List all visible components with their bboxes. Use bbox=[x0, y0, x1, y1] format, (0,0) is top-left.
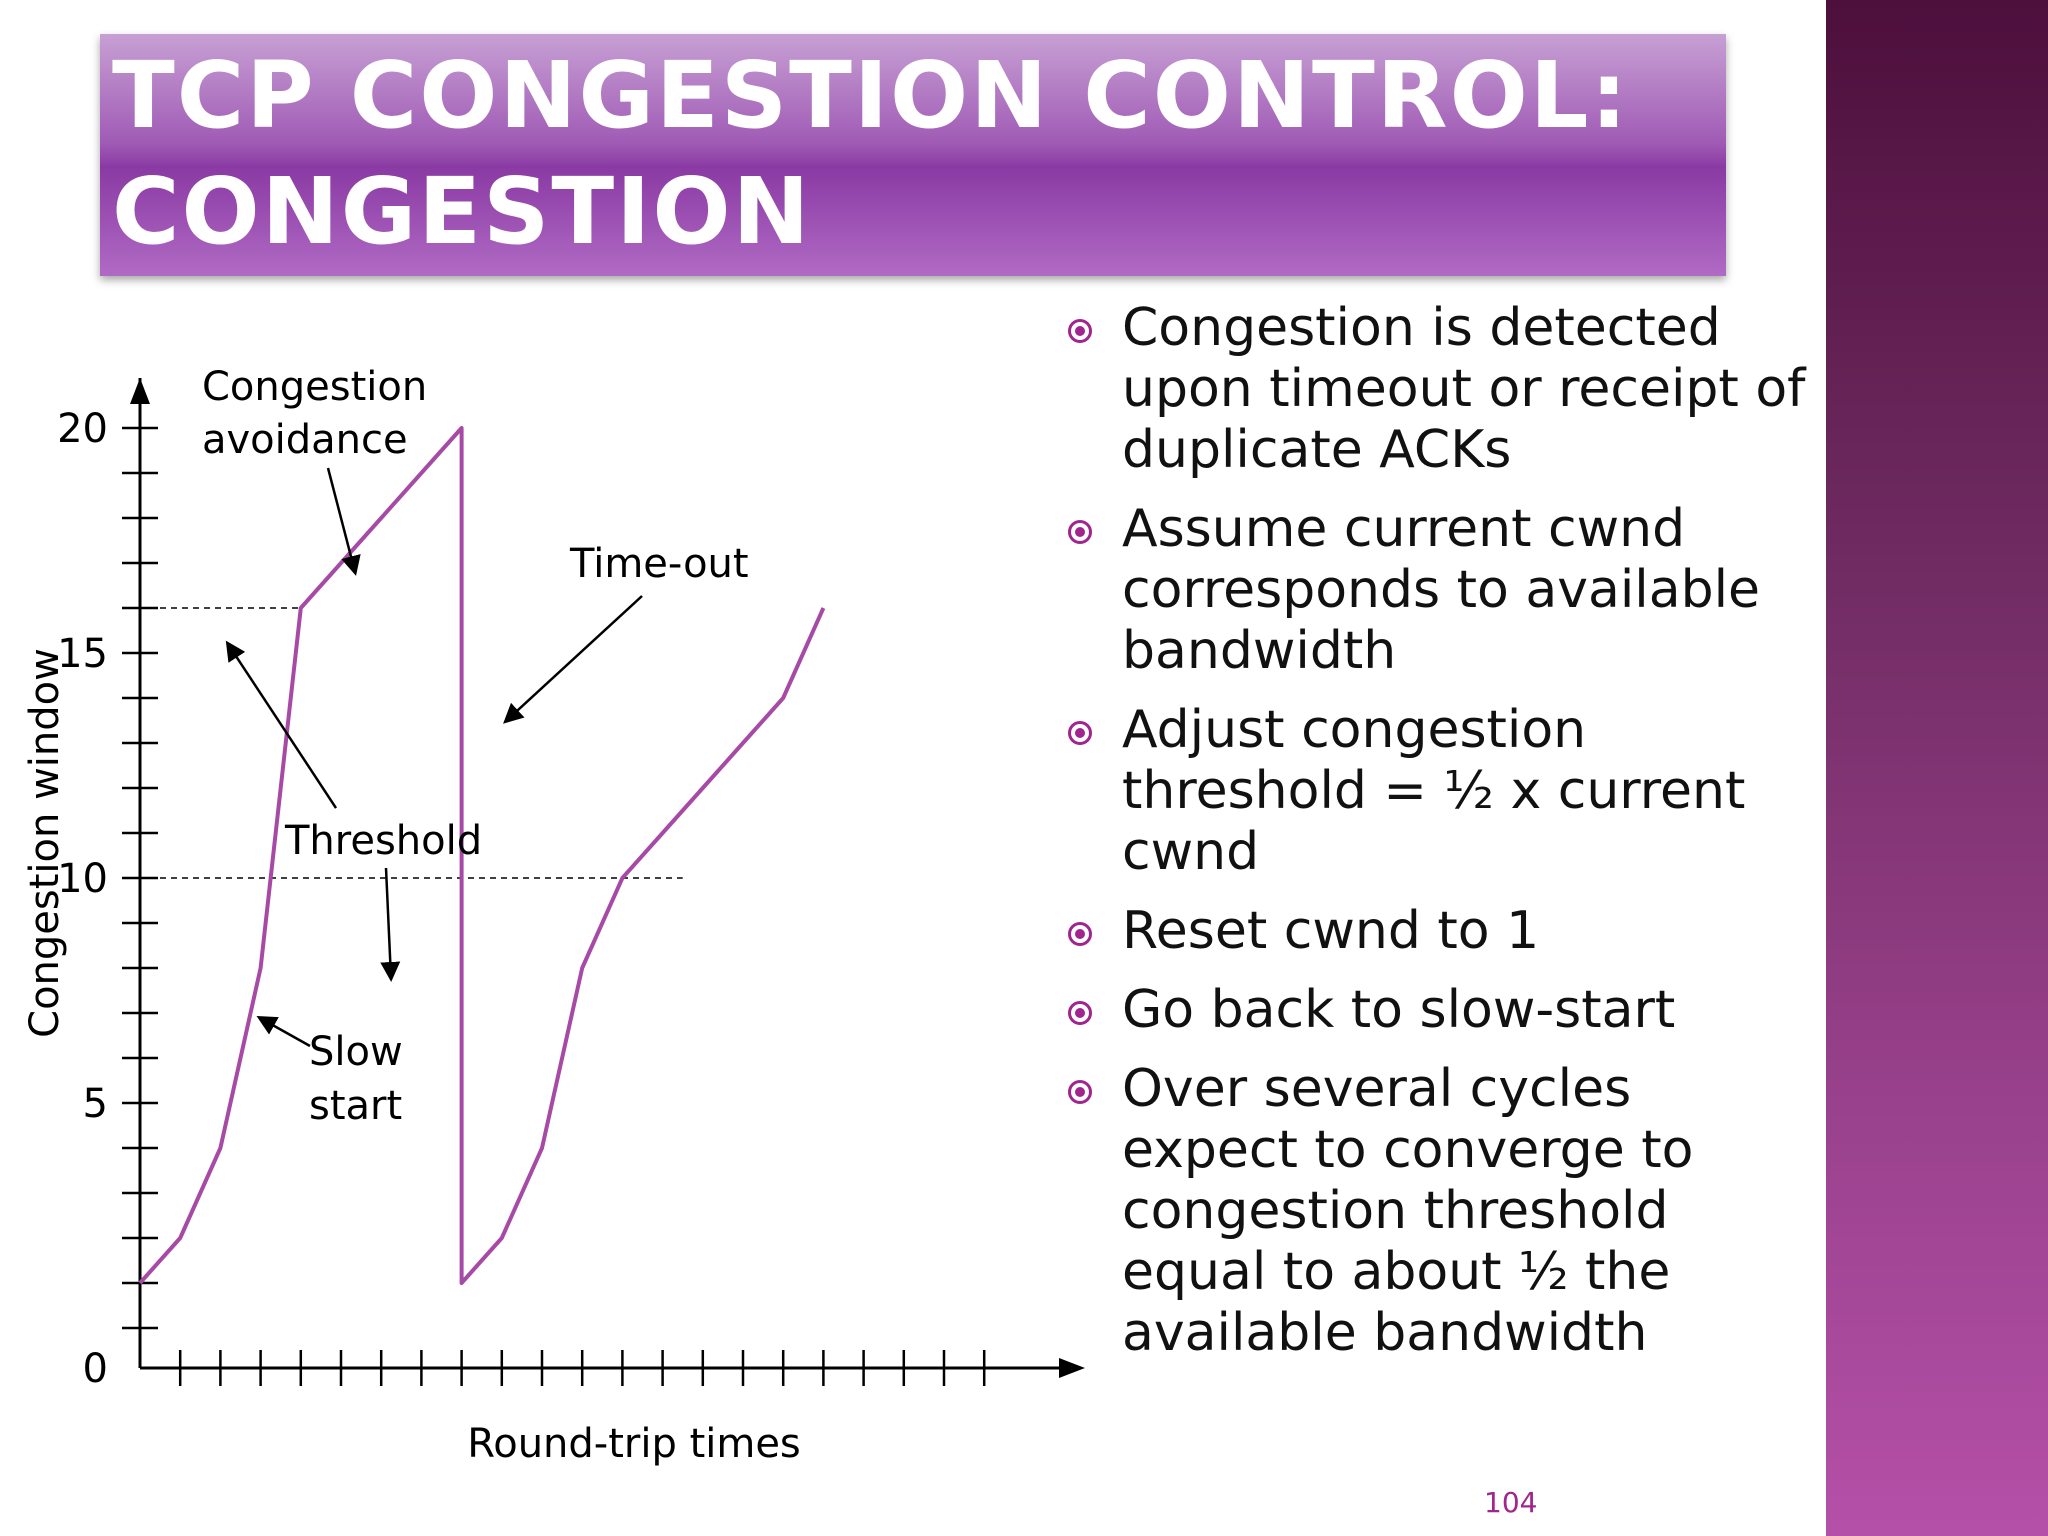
y-tick-label-10: 10 bbox=[57, 856, 108, 902]
decorative-side-band bbox=[1826, 0, 2048, 1536]
annotation-threshold: Threshold bbox=[284, 818, 482, 864]
time-out-arrow bbox=[503, 595, 643, 724]
threshold-lines bbox=[160, 607, 683, 879]
cwnd-series-line bbox=[138, 426, 826, 1285]
bullet-item-5: Go back to slow-start bbox=[1060, 980, 1820, 1041]
bullet-text-1: Congestion is detected upon timeout or r… bbox=[1122, 298, 1806, 480]
y-axis-minor-ticks bbox=[122, 426, 158, 1330]
bullet-item-3: Adjust congestion threshold = ½ x curren… bbox=[1060, 700, 1820, 883]
bullet-text-6: Over several cycles expect to converge t… bbox=[1122, 1059, 1694, 1363]
circle-dot-icon bbox=[1068, 520, 1092, 544]
x-axis-label: Round-trip times bbox=[467, 1421, 801, 1467]
circle-dot-icon bbox=[1068, 1080, 1092, 1104]
bullet-list: Congestion is detected upon timeout or r… bbox=[1060, 298, 1820, 1382]
bullet-text-3: Adjust congestion threshold = ½ x curren… bbox=[1122, 700, 1746, 882]
slide-title-line-2: CONGESTION bbox=[112, 158, 812, 265]
slide-title-line-1: TCP CONGESTION CONTROL: bbox=[112, 42, 1630, 149]
annotation-time-out: Time-out bbox=[569, 541, 749, 587]
congestion-window-chart: 0 5 10 15 20 Congestion avoidance Time-out T… bbox=[22, 364, 1085, 1467]
circle-dot-icon bbox=[1068, 1001, 1092, 1025]
annotation-slow-start-line-2: start bbox=[309, 1083, 402, 1129]
slow-start-arrow bbox=[256, 1016, 311, 1048]
bullet-item-2: Assume current cwnd corresponds to avail… bbox=[1060, 499, 1820, 682]
circle-dot-icon bbox=[1068, 922, 1092, 946]
circle-dot-icon bbox=[1068, 319, 1092, 343]
y-tick-label-20: 20 bbox=[57, 406, 108, 452]
bullet-text-2: Assume current cwnd corresponds to avail… bbox=[1122, 499, 1761, 681]
bullet-item-6: Over several cycles expect to converge t… bbox=[1060, 1059, 1820, 1364]
circle-dot-icon bbox=[1068, 721, 1092, 745]
annotation-congestion-avoidance-line-1: Congestion bbox=[202, 364, 427, 410]
y-axis-arrow-icon bbox=[130, 378, 150, 404]
page-number: 104 bbox=[1484, 1486, 1538, 1519]
x-axis-arrow-icon bbox=[1059, 1358, 1085, 1378]
bullet-text-5: Go back to slow-start bbox=[1122, 980, 1676, 1040]
y-tick-label-5: 5 bbox=[83, 1081, 108, 1127]
threshold-arrow-up bbox=[225, 640, 338, 809]
bullet-item-1: Congestion is detected upon timeout or r… bbox=[1060, 298, 1820, 481]
title-bar bbox=[100, 34, 1726, 276]
x-axis-minor-ticks bbox=[178, 1350, 986, 1386]
annotation-congestion-avoidance-line-2: avoidance bbox=[202, 417, 408, 463]
annotation-slow-start-line-1: Slow bbox=[309, 1029, 403, 1075]
congestion-avoidance-arrow bbox=[326, 467, 361, 576]
bullet-text-4: Reset cwnd to 1 bbox=[1122, 901, 1540, 961]
y-axis-tick-labels: 0 5 10 15 20 bbox=[57, 406, 108, 1392]
y-axis-label: Congestion window bbox=[22, 648, 68, 1038]
threshold-arrow-down bbox=[380, 867, 401, 982]
y-tick-label-15: 15 bbox=[57, 631, 108, 677]
bullet-item-4: Reset cwnd to 1 bbox=[1060, 901, 1820, 962]
y-tick-label-0: 0 bbox=[83, 1346, 108, 1392]
